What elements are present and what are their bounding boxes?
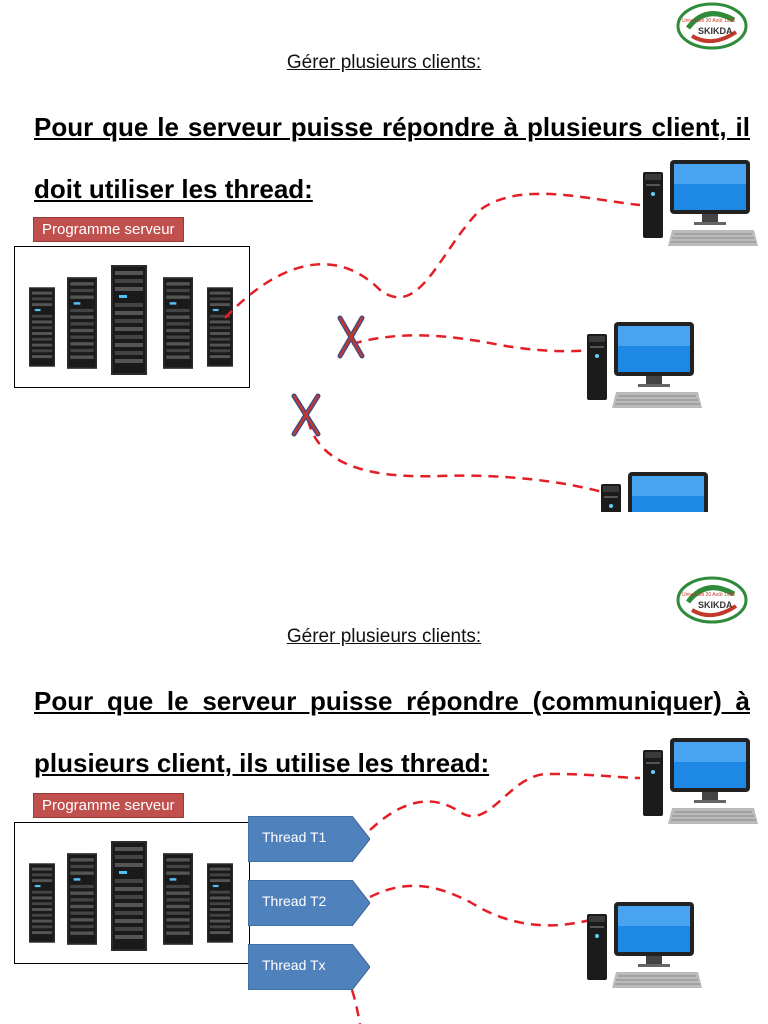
server-program-label: Programme serveur	[33, 793, 184, 818]
connection-line-2	[369, 884, 591, 927]
subtitle: Gérer plusieurs clients:	[286, 52, 482, 73]
connection-line-2	[351, 334, 591, 353]
connection-line-1	[224, 192, 641, 319]
slide-1: Université 20 Août 1955 SKIKDA Gérer plu…	[14, 2, 768, 512]
server-program-label: Programme serveur	[33, 217, 184, 242]
heading: Pour que le serveur puisse répondre (com…	[34, 686, 750, 778]
heading: Pour que le serveur puisse répondre à pl…	[34, 112, 750, 204]
thread-label: Thread T2	[262, 893, 327, 909]
client-computer-icon	[642, 738, 758, 826]
thread-t1-arrow: Thread T1	[247, 815, 371, 863]
university-logo: Université 20 Août 1955 SKIKDA	[676, 2, 748, 50]
thread-label: Thread T1	[262, 829, 327, 845]
client-computer-icon	[642, 160, 758, 248]
connection-line-3	[350, 989, 362, 1024]
server-image	[14, 246, 250, 388]
slide-2: Université 20 Août 1955 SKIKDA Gérer plu…	[0, 512, 768, 1024]
connection-lines	[350, 772, 641, 1024]
logo-text: SKIKDA	[698, 26, 733, 36]
university-logo: Université 20 Août 1955 SKIKDA	[676, 576, 748, 624]
logo-text: SKIKDA	[698, 600, 733, 610]
connection-line-1	[369, 772, 641, 831]
connection-lines	[224, 192, 641, 496]
connection-line-3	[306, 419, 611, 496]
client-computer-icon	[586, 322, 702, 410]
thread-label: Thread Tx	[262, 957, 326, 973]
logo-subtext: Université 20 Août 1955	[682, 18, 736, 24]
logo-subtext: Université 20 Août 1955	[682, 592, 736, 598]
thread-tx-arrow: Thread Tx	[247, 943, 371, 991]
client-computer-icon	[600, 472, 716, 512]
server-image	[14, 822, 250, 964]
client-computer-icon	[586, 902, 702, 990]
subtitle: Gérer plusieurs clients:	[286, 626, 482, 647]
thread-t2-arrow: Thread T2	[247, 879, 371, 927]
